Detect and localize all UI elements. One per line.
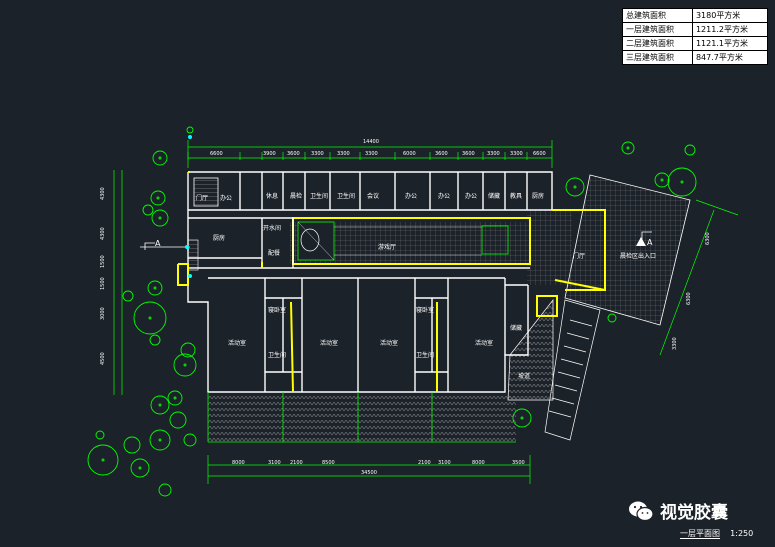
area-row: 二层建筑面积 1121.1平方米 <box>622 36 769 51</box>
room-label: 晨检区出入口 <box>620 252 656 260</box>
room-label: 办公 <box>405 192 417 200</box>
room-label: 门厅 <box>196 194 208 202</box>
dim-right: 6300 <box>705 232 711 245</box>
dim-right: 3300 <box>672 337 678 350</box>
room-label: 厨房 <box>213 234 225 242</box>
dim-top: 3300 <box>337 151 350 157</box>
dim-top-total: 14400 <box>363 139 379 145</box>
dim-top: 3600 <box>287 151 300 157</box>
watermark-text: 视觉胶囊 <box>660 503 728 523</box>
dim-top: 3300 <box>311 151 324 157</box>
area-label: 三层建筑面积 <box>622 50 693 65</box>
dim-top: 3300 <box>365 151 378 157</box>
room-label: 配餐 <box>268 249 280 257</box>
wechat-icon <box>629 501 654 521</box>
dim-top: 6000 <box>403 151 416 157</box>
room-label: 坡道 <box>518 372 530 380</box>
room-label: 门厅 <box>573 252 585 260</box>
dim-left: 4300 <box>100 227 106 240</box>
entrance-plaza <box>564 174 691 326</box>
dim-top: 3600 <box>435 151 448 157</box>
room-label: 游戏厅 <box>378 243 396 251</box>
room-labels: 门厅 办公 厨房 休息 晨检 卫生间 卫生间 会议 办公 办公 办公 储藏 教具… <box>155 192 656 380</box>
section-label: A <box>647 238 653 247</box>
area-row: 三层建筑面积 847.7平方米 <box>622 50 769 65</box>
dim-bottom: 3100 <box>438 460 451 466</box>
room-label: 活动室 <box>380 339 398 347</box>
drawing-caption: 一层平面图 1:250 <box>680 528 753 539</box>
room-label: 活动室 <box>320 339 338 347</box>
dim-bottom: 8000 <box>232 460 245 466</box>
room-label: 晨检 <box>290 192 302 200</box>
dim-bottom: 3500 <box>512 460 525 466</box>
room-label: 教具 <box>510 192 522 200</box>
room-label: 卫生间 <box>268 351 286 359</box>
room-label: 储藏 <box>488 192 500 200</box>
dim-left: 4500 <box>100 352 106 365</box>
area-value: 3180平方米 <box>691 8 769 23</box>
room-label: 寝卧室 <box>268 306 286 314</box>
room-label: 卫生间 <box>416 351 434 359</box>
drawing-scale: 1:250 <box>730 529 754 538</box>
highlight-walls <box>177 171 606 393</box>
room-label: 寝卧室 <box>416 306 434 314</box>
area-row: 一层建筑面积 1211.2平方米 <box>622 22 769 37</box>
room-label: 活动室 <box>228 339 246 347</box>
landscape-trees <box>87 126 697 497</box>
area-label: 一层建筑面积 <box>622 22 693 37</box>
exterior-walls <box>187 171 553 393</box>
section-label: A <box>155 239 161 248</box>
dim-top: 6600 <box>210 151 223 157</box>
room-label: 休息 <box>266 192 278 200</box>
section-circles <box>185 135 192 278</box>
area-value: 1211.2平方米 <box>691 22 769 37</box>
dim-top: 3300 <box>510 151 523 157</box>
room-label: 厨房 <box>532 192 544 200</box>
room-label: 卫生间 <box>337 192 355 200</box>
room-label: 办公 <box>465 192 477 200</box>
drawing-title: 一层平面图 <box>680 529 720 539</box>
terrace-lines <box>207 392 516 443</box>
dim-bottom: 8500 <box>322 460 335 466</box>
dim-bottom: 2100 <box>290 460 303 466</box>
area-value: 1121.1平方米 <box>691 36 769 51</box>
courtyard <box>292 217 531 265</box>
room-label: 卫生间 <box>310 192 328 200</box>
room-label: 储藏 <box>510 324 522 332</box>
dimension-text: 14400 6600 3900 3600 3300 3300 3300 6000… <box>100 139 711 476</box>
dim-bottom: 2100 <box>418 460 431 466</box>
dim-bottom: 8000 <box>472 460 485 466</box>
area-label: 二层建筑面积 <box>622 36 693 51</box>
area-table: 总建筑面积 3180平方米 一层建筑面积 1211.2平方米 二层建筑面积 11… <box>622 8 769 65</box>
area-row: 总建筑面积 3180平方米 <box>622 8 769 23</box>
dim-left: 1500 <box>100 255 106 268</box>
dim-left: 1500 <box>100 277 106 290</box>
area-value: 847.7平方米 <box>691 50 769 65</box>
dim-bottom-total: 34500 <box>361 470 377 476</box>
room-label: 开水间 <box>263 224 281 232</box>
stair <box>187 177 219 271</box>
dim-left: 3000 <box>100 307 106 320</box>
dim-left: 4300 <box>100 187 106 200</box>
dim-top: 3300 <box>487 151 500 157</box>
area-label: 总建筑面积 <box>622 8 693 23</box>
room-label: 办公 <box>438 192 450 200</box>
dim-right: 6300 <box>686 292 692 305</box>
dim-top: 3600 <box>462 151 475 157</box>
dim-bottom: 3100 <box>268 460 281 466</box>
dim-top: 3900 <box>263 151 276 157</box>
top-dimension-ticks <box>187 152 528 160</box>
room-label: 会议 <box>367 192 379 200</box>
room-label: 活动室 <box>475 339 493 347</box>
watermark: 视觉胶囊 <box>628 498 728 523</box>
section-marks <box>140 242 190 250</box>
dimension-lines <box>113 140 739 484</box>
dim-top: 6600 <box>533 151 546 157</box>
room-label: 办公 <box>220 194 232 202</box>
